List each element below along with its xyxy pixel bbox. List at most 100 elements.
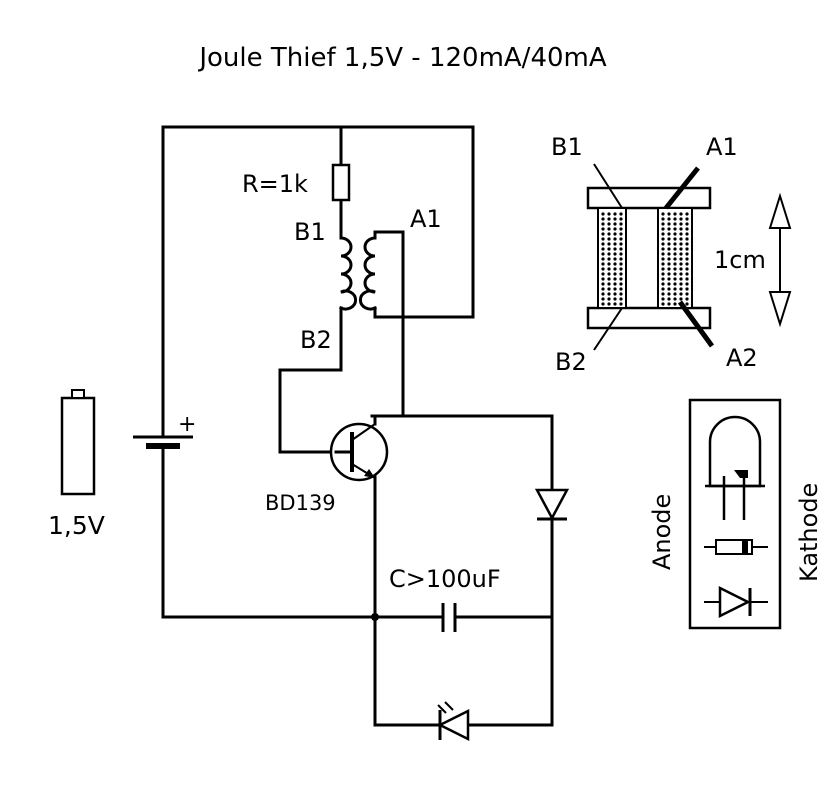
winding-dot [601, 257, 605, 261]
toroid-a1-label: A1 [706, 133, 738, 161]
winding-dot [601, 302, 605, 306]
winding-dot [613, 222, 617, 226]
winding-dot [601, 272, 605, 276]
diode [534, 488, 570, 521]
winding-dot [619, 237, 623, 241]
winding-dot [661, 217, 665, 221]
winding-dot [661, 277, 665, 281]
winding-dot [619, 212, 623, 216]
led-ray-1 [437, 704, 447, 714]
scale-arrow [768, 192, 792, 328]
wire-top-right [161, 125, 475, 418]
transistor-body [329, 422, 389, 482]
winding-dot [661, 252, 665, 256]
winding-dot [673, 282, 677, 286]
winding-dot [661, 242, 665, 246]
diode-triangle [534, 488, 570, 521]
wire-left-bottom [161, 445, 442, 619]
winding-dot [679, 232, 683, 236]
legend-anode-label: Anode [648, 494, 676, 570]
winding-dot [667, 222, 671, 226]
winding-dot [607, 257, 611, 261]
winding-dot [601, 232, 605, 236]
winding-dot [679, 222, 683, 226]
coil-b [339, 236, 358, 311]
diagram-title: Joule Thief 1,5V - 120mA/40mA [197, 43, 606, 73]
cell-terminal [71, 389, 85, 399]
toroid-b2-label: B2 [555, 348, 587, 376]
winding-dot [613, 217, 617, 221]
winding-dot [607, 262, 611, 266]
winding-dot [607, 282, 611, 286]
transistor-label: BD139 [265, 491, 336, 515]
winding-dot [613, 292, 617, 296]
transformer-coils [339, 230, 405, 319]
coil-a1-label: A1 [410, 205, 442, 233]
winding-dot [679, 212, 683, 216]
winding-dot [673, 222, 677, 226]
winding-dot [685, 287, 689, 291]
winding-dot [601, 287, 605, 291]
winding-dot [673, 272, 677, 276]
led-body-icon [708, 415, 762, 488]
winding-dot [685, 267, 689, 271]
winding-dot [607, 237, 611, 241]
winding-dot [661, 297, 665, 301]
winding-dot [667, 217, 671, 221]
winding-dot [661, 282, 665, 286]
winding-dot [679, 242, 683, 246]
lead-b2 [593, 307, 623, 351]
winding-dot [607, 212, 611, 216]
diode-symbol-triangle [718, 585, 751, 619]
winding-dot [667, 247, 671, 251]
scale-arrow-up [768, 192, 792, 229]
winding-dot [685, 242, 689, 246]
winding-dot [661, 262, 665, 266]
winding-dot [601, 247, 605, 251]
winding-dot [685, 297, 689, 301]
winding-b-dots [601, 212, 623, 306]
winding-dot [619, 272, 623, 276]
winding-dot [685, 212, 689, 216]
winding-dot [661, 302, 665, 306]
winding-dot [673, 292, 677, 296]
winding-dot [673, 237, 677, 241]
winding-dot [667, 257, 671, 261]
winding-dot [667, 262, 671, 266]
winding-dot [607, 287, 611, 291]
winding-dot [673, 262, 677, 266]
winding-dot [613, 242, 617, 246]
winding-dot [673, 302, 677, 306]
winding-dot [619, 282, 623, 286]
capacitor-label: C>100uF [389, 565, 501, 593]
winding-dot [667, 227, 671, 231]
winding-dot [661, 272, 665, 276]
capacitor [441, 603, 457, 632]
winding-dot [685, 232, 689, 236]
winding-dot [667, 297, 671, 301]
winding-dot [661, 287, 665, 291]
winding-dot [619, 277, 623, 281]
winding-dot [607, 277, 611, 281]
winding-a-dots [661, 212, 689, 306]
winding-dot [607, 242, 611, 246]
winding-dot [619, 227, 623, 231]
winding-dot [601, 297, 605, 301]
winding-dot [607, 232, 611, 236]
winding-dot [619, 252, 623, 256]
winding-dot [673, 232, 677, 236]
wire-collector-diode [370, 414, 554, 492]
winding-dot [619, 262, 623, 266]
winding-dot [619, 217, 623, 221]
winding-dot [673, 257, 677, 261]
winding-dot [667, 242, 671, 246]
winding-dot [613, 227, 617, 231]
winding-dot [667, 292, 671, 296]
winding-dot [607, 227, 611, 231]
winding-dot [679, 252, 683, 256]
winding-dot [661, 257, 665, 261]
resistor-label: R=1k [242, 170, 308, 198]
winding-dot [619, 232, 623, 236]
lead-a2 [677, 300, 715, 348]
winding-dot [619, 297, 623, 301]
